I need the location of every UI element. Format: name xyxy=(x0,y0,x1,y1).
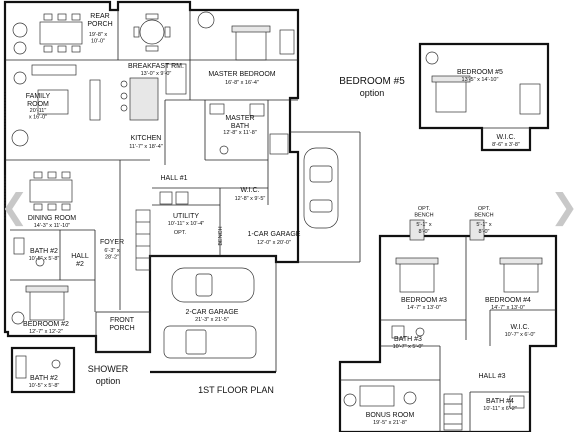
bedroom5-option xyxy=(418,42,550,152)
wic4-dims: 10'-7" x 6'-0" xyxy=(505,332,536,338)
foyer-label: FOYER xyxy=(100,239,124,246)
bedroom5-label: BEDROOM #5 xyxy=(457,69,503,76)
bedroom2-label: BEDROOM #2 xyxy=(23,321,69,328)
kitchen-dims: 11'-7" x 18'-4" xyxy=(129,144,162,150)
breakfast-dims: 13'-0" x 9'-0" xyxy=(141,71,172,77)
shower-bath2-label: BATH #2 xyxy=(30,375,58,382)
master-bedroom-label: MASTER BEDROOM xyxy=(208,71,275,78)
prev-image-arrow[interactable]: ❮ xyxy=(0,187,29,227)
wic5-dims: 8'-6" x 3'-8" xyxy=(492,142,520,148)
hall1-label: HALL #1 xyxy=(161,175,188,182)
bonus-room-dims: 19'-5" x 21'-8" xyxy=(373,420,407,426)
family-room-dims: 20'-11"x 16'-0" xyxy=(29,108,47,120)
bath2-label: BATH #2 xyxy=(30,248,58,255)
two-car-garage-label: 2-CAR GARAGE xyxy=(186,309,239,316)
opt-label: OPT. xyxy=(174,230,187,236)
one-car-garage-dims: 12'-0" x 20'-0" xyxy=(257,240,291,246)
bedroom4-dims: 14'-7" x 13'-0" xyxy=(491,305,525,311)
bedroom5-dims: 13'-5" x 14'-10" xyxy=(462,77,499,83)
wic-master-label: W.I.C. xyxy=(240,187,259,194)
bonus-room-label: BONUS ROOM xyxy=(366,412,415,419)
two-car-garage-dims: 21'-3" x 21'-5" xyxy=(195,317,229,323)
bench-label: BENCH xyxy=(218,226,224,245)
utility-label: UTILITY xyxy=(173,213,199,220)
master-bath-dims: 12'-8" x 11'-8" xyxy=(223,130,256,136)
plan-title: 1ST FLOOR PLAN xyxy=(198,385,274,395)
bedroom5-option-title: BEDROOM #5 xyxy=(339,76,405,87)
utility-dims: 10'-11" x 10'-4" xyxy=(168,221,205,227)
bath2-dims: 10'-5" x 5'-8" xyxy=(29,256,60,262)
main-house-furniture xyxy=(10,11,339,394)
bedroom4-label: BEDROOM #4 xyxy=(485,297,531,304)
master-bedroom-dims: 16'-8" x 16'-4" xyxy=(225,80,259,86)
bath3-label: BATH #3 xyxy=(394,336,422,343)
dining-dims: 14'-3" x 11'-10" xyxy=(34,223,71,229)
kitchen-label: KITCHEN xyxy=(131,135,162,142)
one-car-garage-label: 1-CAR GARAGE xyxy=(248,231,301,238)
shower-bath2-dims: 10'-5" x 5'-8" xyxy=(29,383,60,389)
next-image-arrow[interactable]: ❯ xyxy=(550,187,576,227)
wic4-label: W.I.C. xyxy=(510,324,529,331)
wic5-label: W.I.C. xyxy=(496,134,515,141)
bath4-dims: 10'-11" x 6'-2" xyxy=(483,406,516,412)
bedroom5-option-sub: option xyxy=(360,88,385,98)
opt-bench-right: OPT.BENCH xyxy=(474,206,493,218)
main-house-walls xyxy=(3,0,361,374)
bath3-dims: 10'-7" x 5'-0" xyxy=(393,344,424,350)
dining-label: DINING ROOM xyxy=(28,215,76,222)
shower-option-sub: option xyxy=(96,376,121,386)
hall2-label: HALL#2 xyxy=(71,253,89,268)
hall3-label: HALL #3 xyxy=(479,373,506,380)
bath4-label: BATH #4 xyxy=(486,398,514,405)
opt-bench-left: OPT.BENCH xyxy=(414,206,433,218)
bedroom3-dims: 14'-7" x 13'-0" xyxy=(407,305,441,311)
second-floor-walls xyxy=(338,219,558,432)
breakfast-label: BREAKFAST RM. xyxy=(128,63,184,70)
bedroom2-dims: 12'-7" x 12'-2" xyxy=(29,329,63,335)
bedroom3-label: BEDROOM #3 xyxy=(401,297,447,304)
wic-master-dims: 12'-8" x 9'-5" xyxy=(235,196,266,202)
shower-option-title: SHOWER xyxy=(88,364,129,374)
